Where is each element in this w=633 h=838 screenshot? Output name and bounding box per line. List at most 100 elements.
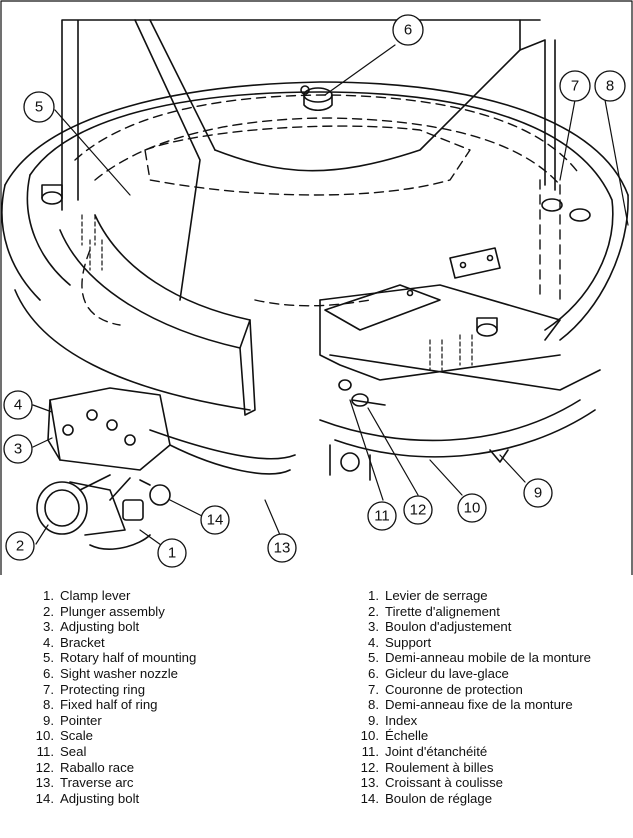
legend-en-item: 3.Adjusting bolt xyxy=(30,619,196,635)
legend-fr-item: 11.Joint d'étanchéité xyxy=(355,744,591,760)
legend-fr-text: Demi-anneau fixe de la monture xyxy=(385,697,573,713)
adjusting-bolt-shape xyxy=(122,479,171,521)
legend-fr-item: 7. Couronne de protection xyxy=(355,682,591,698)
legend-fr-item: 3.Boulon d'adjustement xyxy=(355,619,591,635)
legend-fr-text: Levier de serrage xyxy=(385,588,488,603)
legend-fr-text: Gicleur du lave-glace xyxy=(385,665,509,681)
legend-en-item: 11.Seal xyxy=(30,744,196,760)
callout-1: 1 xyxy=(168,545,176,562)
legend-en-num: 14. xyxy=(35,790,54,806)
legend-en-num: 11. xyxy=(36,743,54,759)
legend-fr-text: Roulement à billes xyxy=(385,759,494,775)
legend-en-text: Plunger assembly xyxy=(60,603,165,619)
legend-en-text: Pointer xyxy=(60,712,102,728)
rotary-half-of-mounting xyxy=(14,214,256,416)
legend-fr-item: 8. Demi-anneau fixe de la monture xyxy=(355,697,591,713)
legend-en-num: 4. xyxy=(43,634,54,650)
mount-plates xyxy=(324,247,501,331)
callout-8: 8 xyxy=(606,78,614,95)
legend-fr-text: Index xyxy=(385,712,418,728)
legend-fr-item: 2. Tirette d'alignement xyxy=(355,604,591,620)
callout-11: 11 xyxy=(374,508,390,525)
legend-english: 1. Clamp lever 2. Plunger assembly 3.Adjus… xyxy=(30,588,197,807)
legend-fr-item: 9. Index xyxy=(355,713,591,729)
legend-fr-num: 4. xyxy=(368,634,379,650)
legend-en-item: 13.Traverse arc xyxy=(30,775,196,791)
legend-fr-text: Demi-anneau mobile de la monture xyxy=(385,650,591,666)
legend-fr-num: 8. xyxy=(368,697,379,713)
protecting-ring xyxy=(1,81,629,341)
leader-lines xyxy=(32,44,629,551)
callout-6: 6 xyxy=(404,22,412,39)
legend-fr-item: 4. Support xyxy=(355,635,591,651)
legend-fr-num: 13. xyxy=(360,775,379,791)
legend-fr-item: 1. Levier de serrage xyxy=(355,588,591,604)
legend-fr-num: 1. xyxy=(368,588,379,603)
legend-en-item: 4. Bracket xyxy=(30,635,196,651)
legend-en-item: 9. Pointer xyxy=(30,713,196,729)
callout-3: 3 xyxy=(14,441,22,458)
legend-fr-item: 6. Gicleur du lave-glace xyxy=(355,666,591,682)
legend-en-item: 5.Rotary half of mounting xyxy=(30,650,196,666)
legend-fr-num: 2. xyxy=(368,603,379,619)
seal-and-race xyxy=(338,379,509,463)
legend-fr-text: Échelle xyxy=(385,728,429,744)
legend-fr-text: Support xyxy=(385,634,432,650)
legend-fr-item: 12.Roulement à billes xyxy=(355,760,591,776)
sight-washer-nozzle-shape xyxy=(300,85,333,112)
frame-border xyxy=(0,0,633,575)
callout-9: 9 xyxy=(534,485,542,502)
legend-en-text: Clamp lever xyxy=(60,588,131,603)
legend-en-num: 1. xyxy=(43,588,54,603)
callout-12: 12 xyxy=(410,502,427,519)
mounting-diagram: 1 2 3 4 5 6 7 8 9 10 11 12 13 14 xyxy=(0,0,633,575)
legend-en-item: 2. Plunger assembly xyxy=(30,604,196,620)
legend-en-num: 2. xyxy=(43,603,54,619)
legend-en-num: 9. xyxy=(43,712,54,728)
callout-2: 2 xyxy=(16,538,24,555)
legend-en-text: Protecting ring xyxy=(60,681,146,697)
legend-fr-num: 10. xyxy=(360,728,379,744)
legend-en-text: Rotary half of mounting xyxy=(60,650,197,666)
legend-fr-text: Boulon d'adjustement xyxy=(385,619,512,635)
legend-en-text: Fixed half of ring xyxy=(60,697,158,713)
legend-en-num: 6. xyxy=(43,665,54,681)
callout-4: 4 xyxy=(14,397,22,414)
legend-fr-num: 11. xyxy=(361,743,379,759)
legend-fr-num: 14. xyxy=(360,790,379,806)
legend-fr-item: 14. Boulon de réglage xyxy=(355,791,591,807)
legend-fr-text: Boulon de réglage xyxy=(385,790,493,806)
fixed-half-of-ring xyxy=(319,284,601,481)
legend-fr-num: 7. xyxy=(368,681,379,697)
legend-fr-num: 5. xyxy=(368,650,379,666)
ring-bolts xyxy=(41,184,591,337)
legend-en-num: 10. xyxy=(35,728,54,744)
legend-fr-text: Couronne de protection xyxy=(385,681,523,697)
legend-fr-text: Tirette d'alignement xyxy=(385,603,500,619)
legend-en-text: Adjusting bolt xyxy=(60,790,140,806)
callout-7: 7 xyxy=(571,78,579,95)
legend-en-item: 12.Raballo race xyxy=(30,760,196,776)
callout-5: 5 xyxy=(35,99,43,116)
legend-en-item: 7.Protecting ring xyxy=(30,682,196,698)
legend-en-num: 8. xyxy=(43,697,54,713)
callout-circles xyxy=(3,14,626,568)
legend-en-text: Adjusting bolt xyxy=(60,619,140,635)
legend-en-item: 6.Sight washer nozzle xyxy=(30,666,196,682)
hidden-studs xyxy=(81,214,473,371)
legend-en-text: Scale xyxy=(60,728,93,744)
callout-13: 13 xyxy=(274,540,291,557)
legend-fr-num: 6. xyxy=(368,665,379,681)
plunger-assembly-shape xyxy=(36,481,151,550)
legend-french: 1. Levier de serrage 2. Tirette d'aligneme… xyxy=(355,588,591,806)
legend-en-text: Bracket xyxy=(60,634,105,650)
hidden-ring-lines xyxy=(74,94,581,326)
callout-10: 10 xyxy=(464,500,481,517)
legend-fr-text: Croissant à coulisse xyxy=(385,775,504,791)
legend-en-num: 12. xyxy=(35,759,54,775)
legend-en-item: 14. Adjusting bolt xyxy=(30,791,196,807)
legend-fr-num: 9. xyxy=(368,712,379,728)
legend-en-item: 8. Fixed half of ring xyxy=(30,697,196,713)
sight-glass-frame xyxy=(61,19,556,301)
legend-en-text: Traverse arc xyxy=(60,775,134,791)
